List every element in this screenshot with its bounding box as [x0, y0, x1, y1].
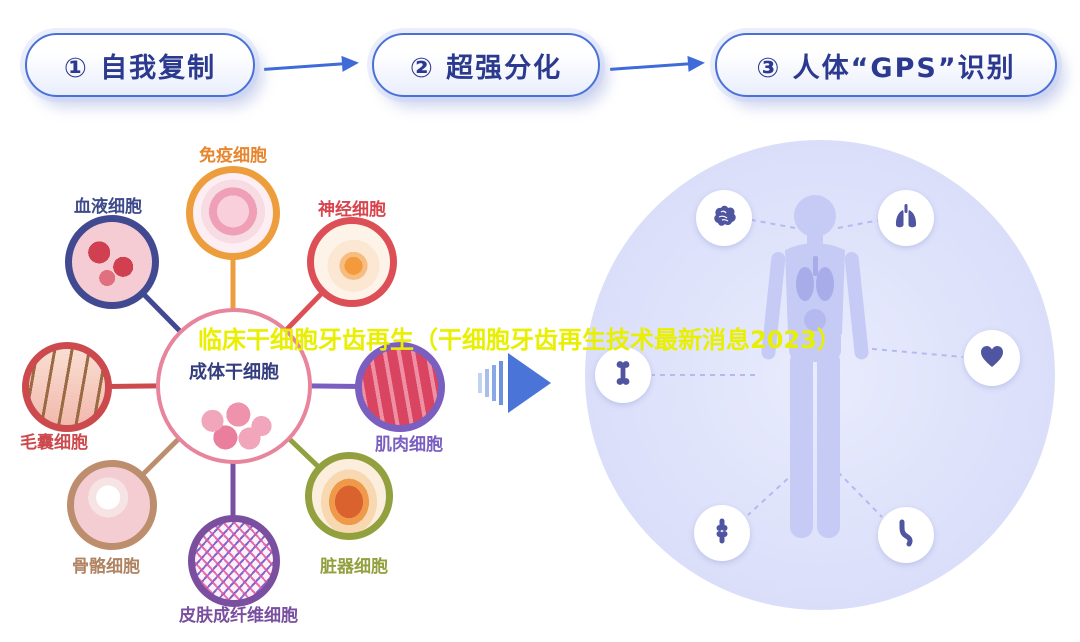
blood-cell-circle	[65, 215, 159, 309]
step-arrow-icon	[261, 45, 363, 86]
muscle-cell-label: 肌肉细胞	[375, 435, 443, 455]
step-pill-label: ③ 人体“GPS”识别	[756, 52, 1016, 84]
hair-follicle-cell-label: 毛囊细胞	[20, 433, 88, 453]
lungs-node	[878, 190, 934, 246]
bone-node	[595, 347, 651, 403]
bone-cell-circle	[67, 460, 157, 550]
transition-arrow-icon	[478, 350, 554, 416]
stem-cell-cluster-icon	[191, 400, 277, 452]
step-pill-self-replication: ① 自我复制	[25, 33, 255, 97]
stomach-icon	[891, 518, 921, 552]
step-pill-differentiation: ② 超强分化	[372, 33, 600, 97]
lungs-icon	[891, 201, 921, 235]
blood-cell-label: 血液细胞	[74, 197, 142, 217]
immune-cell-label: 免疫细胞	[199, 146, 267, 166]
stomach-node	[878, 507, 934, 563]
bone-icon	[608, 358, 638, 392]
hair-follicle-cell-circle	[22, 342, 112, 432]
step-pill-gps-recognition: ③ 人体“GPS”识别	[715, 33, 1057, 97]
heart-node	[964, 330, 1020, 386]
nerve-cell-label: 神经细胞	[318, 200, 386, 220]
human-body-silhouette	[752, 192, 878, 562]
skin-fibroblast-cell-label: 皮肤成纤维细胞	[179, 606, 298, 626]
step-pill-label: ① 自我复制	[63, 52, 217, 84]
adult-stem-cell-label: 成体干细胞	[189, 362, 279, 383]
heart-icon	[977, 341, 1007, 375]
joint-icon	[707, 516, 737, 550]
skin-fibroblast-cell-circle	[188, 515, 280, 607]
bone-cell-label: 骨骼细胞	[72, 557, 140, 577]
brain-node	[696, 190, 752, 246]
brain-icon	[709, 201, 739, 235]
joint-node	[694, 505, 750, 561]
step-arrow-icon	[607, 45, 709, 86]
nerve-cell-circle	[307, 217, 397, 307]
immune-cell-circle	[186, 166, 280, 260]
step-pill-label: ② 超强分化	[409, 52, 563, 84]
page-title: 临床干细胞牙齿再生（干细胞牙齿再生技术最新消息2023）	[198, 326, 841, 354]
muscle-cell-circle	[355, 342, 445, 432]
organ-cell-circle	[305, 452, 393, 540]
organ-cell-label: 脏器细胞	[320, 557, 388, 577]
